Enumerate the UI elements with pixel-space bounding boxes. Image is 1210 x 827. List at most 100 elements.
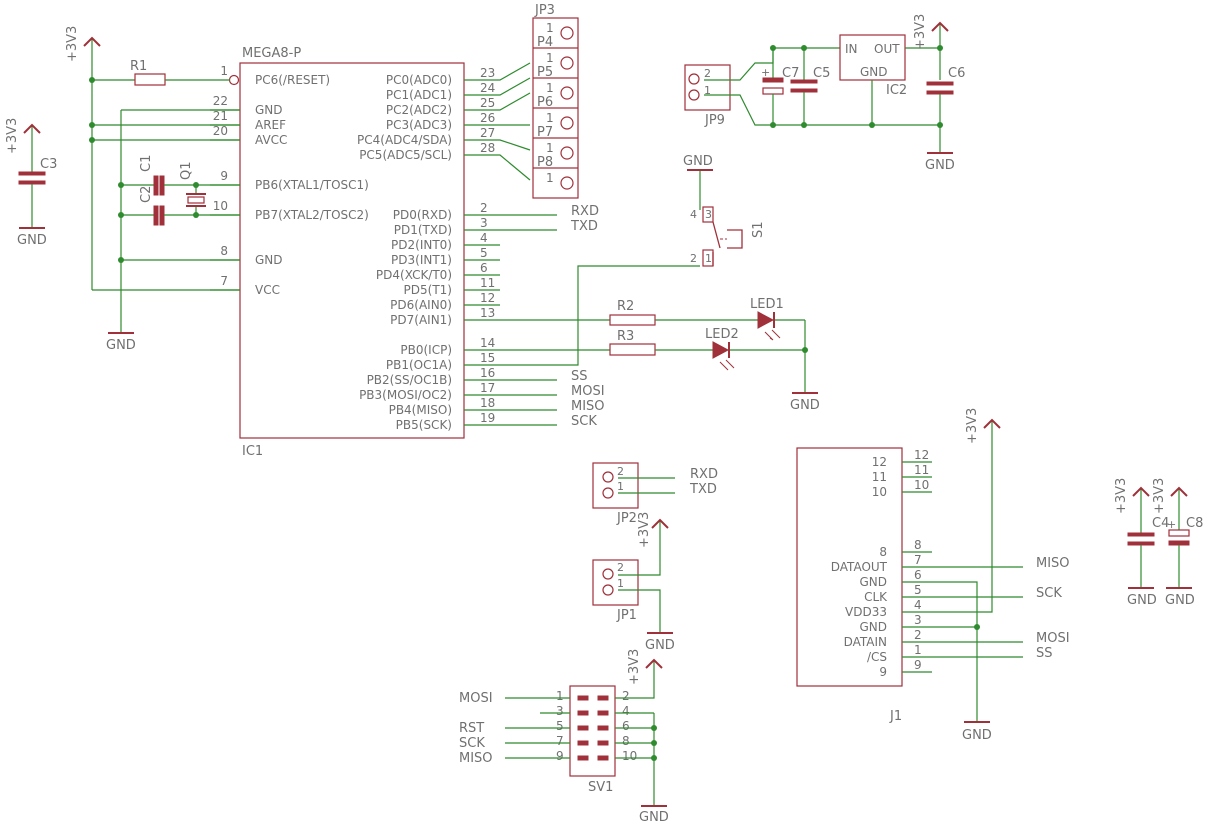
ss-net-label: SS	[571, 369, 588, 384]
c8-label: C8	[1186, 516, 1203, 531]
ic1-pin-name: PD7(AIN1)	[390, 313, 452, 327]
gnd-label-2: GND	[17, 233, 47, 248]
ic1-pin-number: 11	[480, 276, 495, 290]
jp3-pin-number: 1	[546, 111, 554, 125]
ic1-pin-name: PC1(ADC1)	[386, 88, 452, 102]
ic1-right-pins: 23PC0(ADC0)24PC1(ADC1)25PC2(ADC2)26PC3(A…	[357, 66, 495, 432]
jp2-rxd-label: RXD	[690, 467, 718, 482]
ic1-pin-name: GND	[255, 253, 283, 267]
ic2-label: IC2	[886, 83, 907, 98]
s1-pin2: 2	[690, 252, 697, 265]
jp2-pin1: 1	[617, 480, 624, 493]
jp3-pin-number: 1	[546, 21, 554, 35]
ic1-mega8[interactable]: MEGA8-P IC1 1PC6(/RESET)22GND21AREF20AVC…	[210, 46, 495, 459]
sv1-pad	[597, 695, 609, 701]
ic2-gnd-label: GND	[860, 65, 888, 79]
ic1-pin-name: PB0(ICP)	[400, 343, 452, 357]
jp3-pin-pad[interactable]	[560, 146, 574, 160]
sv1-pad	[577, 755, 589, 761]
sv1-pin-number: 3	[556, 704, 564, 718]
ic1-pin-name: PB3(MOSI/OC2)	[359, 388, 452, 402]
ic1-pin-name: AVCC	[255, 133, 287, 147]
gnd-label-c8: GND	[1165, 593, 1195, 608]
ic1-left-pins: 1PC6(/RESET)22GND21AREF20AVCC9PB6(XTAL1/…	[210, 64, 369, 297]
j1-pin-number: 11	[914, 463, 929, 477]
gnd-label-s1: GND	[683, 154, 713, 169]
ic1-pin-number: 3	[480, 216, 488, 230]
led2-diode-icon[interactable]	[712, 341, 730, 359]
supply-arrow-icon	[645, 658, 663, 669]
ic1-pin-number: 27	[480, 126, 495, 140]
sv1-pad	[597, 725, 609, 731]
r3-resistor[interactable]	[609, 343, 656, 356]
c3-label: C3	[40, 157, 57, 172]
gnd-label-j1: GND	[962, 728, 992, 743]
jp3-label: JP3	[534, 3, 555, 18]
ic1-pin-number: 19	[480, 411, 495, 425]
q1-label: Q1	[179, 161, 194, 180]
q1-crystal-icon[interactable]	[187, 196, 205, 204]
c7-plate	[762, 77, 784, 83]
j1-miso-label: MISO	[1036, 556, 1070, 571]
c3-capacitor[interactable]: +3V3 C3 GND	[5, 118, 57, 248]
txd-net-label: TXD	[570, 219, 598, 234]
jp1-connector[interactable]: 2 1 +3V3 GND JP1	[592, 512, 675, 653]
jp2-connector[interactable]: 2 1 RXD TXD JP2	[592, 462, 718, 526]
ic1-part-label: MEGA8-P	[242, 46, 301, 61]
j1-connector[interactable]: J1 121211111010887DATAOUT6GND5CLK4VDD333…	[796, 408, 1070, 743]
j1-pin-number: 4	[914, 598, 922, 612]
jp1-pin2: 2	[617, 561, 624, 574]
r2-resistor[interactable]	[609, 314, 656, 326]
ic1-pin-number: 1	[220, 64, 228, 78]
sv1-mosi-label: MOSI	[459, 691, 493, 706]
sv1-pin-number: 5	[556, 719, 564, 733]
c2-plate-b	[159, 205, 165, 226]
ic1-pin-number: 5	[480, 246, 488, 260]
jp3-pin-number: 1	[546, 171, 554, 185]
jp3-pin-pad[interactable]	[560, 116, 574, 130]
ic1-pin-number: 25	[480, 96, 495, 110]
jp3-pin-pad[interactable]	[560, 86, 574, 100]
sv1-pin-number: 4	[622, 704, 630, 718]
jp2-pin2: 2	[617, 465, 624, 478]
c7-plus: +	[761, 66, 770, 79]
s1-switch[interactable]: GND 4 3 2 1 S1	[464, 154, 766, 366]
jp3-pin-pad[interactable]	[560, 176, 574, 190]
jp3-pin-pad[interactable]	[560, 56, 574, 70]
ic1-pin-number: 6	[480, 261, 488, 275]
ic1-pin-name: PB1(OC1A)	[386, 358, 452, 372]
ic1-pin-name: VCC	[255, 283, 280, 297]
ic1-pin-name: PD3(INT1)	[391, 253, 452, 267]
gnd-label-led: GND	[790, 398, 820, 413]
c4-c8-capacitors[interactable]: +3V3 C4 GND +3V3 + C8 GND	[1114, 478, 1203, 608]
ic1-pin-number: 17	[480, 381, 495, 395]
led1-diode-icon[interactable]	[757, 311, 775, 329]
sv1-pin-number: 6	[622, 719, 630, 733]
c1-label: C1	[139, 155, 154, 172]
sv1-pad	[597, 710, 609, 716]
sv1-pin-number: 7	[556, 734, 564, 748]
ic1-pin-name: PB7(XTAL2/TOSC2)	[255, 208, 369, 222]
sv1-pin-number: 1	[556, 689, 564, 703]
c2-plate-a	[153, 205, 159, 226]
j1-label: J1	[889, 709, 902, 724]
v33-label-1: +3V3	[65, 26, 80, 62]
r1-resistor[interactable]	[134, 73, 166, 86]
j1-pin-number: 10	[914, 478, 929, 492]
ic1-pin-name: PB5(SCK)	[396, 418, 452, 432]
jp3-pin-pad[interactable]	[560, 26, 574, 40]
jp9-connector[interactable]	[684, 64, 731, 111]
led-circuit: R2 LED1 R3 LED2 GND	[464, 297, 820, 413]
ic1-pin-name: GND	[255, 103, 283, 117]
supply-arrow-icon	[23, 123, 41, 134]
ic2-out-label: OUT	[874, 42, 900, 56]
c6-label: C6	[948, 66, 965, 81]
ic1-pin-name: PD4(XCK/T0)	[376, 268, 452, 282]
s1-label: S1	[751, 221, 766, 238]
sv1-pad	[597, 740, 609, 746]
j1-sck-label: SCK	[1036, 586, 1062, 601]
ic1-pin-name: PD6(AIN0)	[390, 298, 452, 312]
ic1-pin-name: PB6(XTAL1/TOSC1)	[255, 178, 369, 192]
